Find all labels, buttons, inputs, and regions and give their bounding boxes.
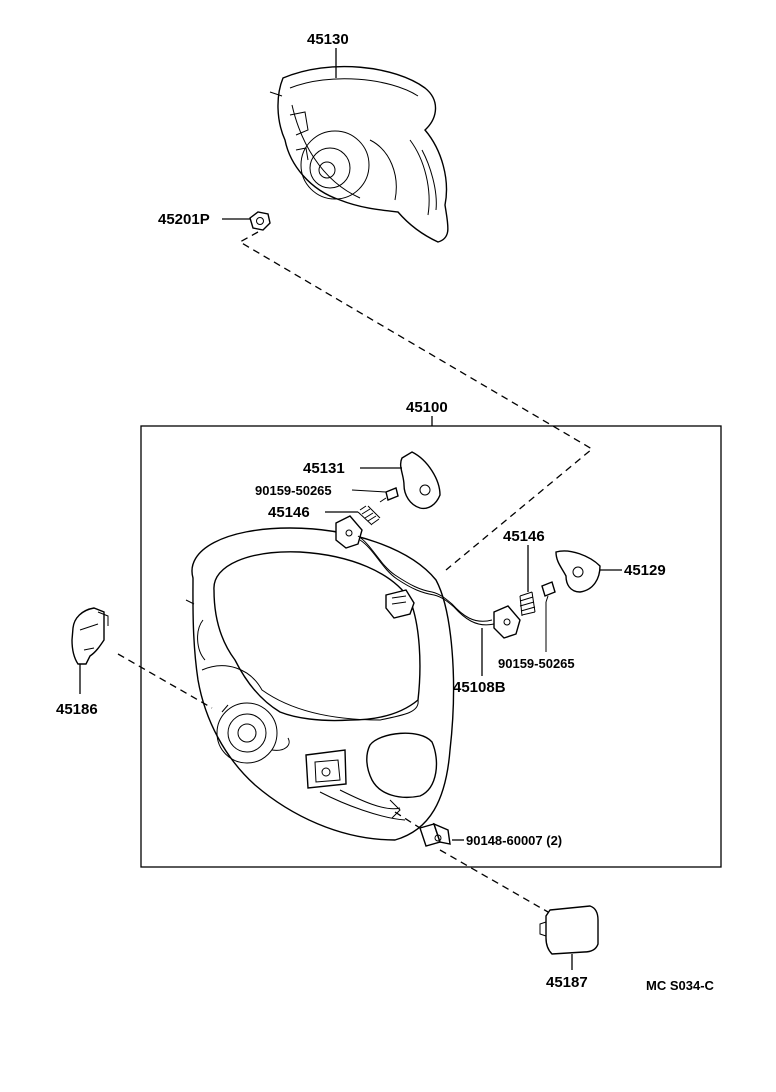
screw-right-part — [541, 581, 556, 603]
label-45129: 45129 — [624, 562, 666, 579]
label-45187: 45187 — [546, 974, 588, 991]
dashed-leader-bolt-bottom — [439, 849, 549, 913]
side-cover-part — [71, 607, 109, 665]
bolt-part — [419, 822, 451, 847]
label-45131: 45131 — [303, 460, 345, 477]
switch-cover-left-part — [399, 451, 441, 510]
leader-screw-left — [351, 489, 387, 493]
steering-wheel-part — [185, 527, 455, 841]
diagram-code: MC S034-C — [646, 978, 715, 993]
horn-pad-part — [269, 65, 449, 243]
label-45108B: 45108B — [453, 679, 506, 696]
label-screw-left: 90159-50265 — [255, 483, 332, 498]
label-45100: 45100 — [406, 399, 448, 416]
switch-cover-right-part — [555, 550, 601, 593]
label-screw-right: 90159-50265 — [498, 656, 575, 671]
spring-right-part — [519, 591, 536, 617]
dashed-leader-bolt-top — [394, 811, 421, 829]
label-spring-right: 45146 — [503, 528, 545, 545]
nut-part — [249, 211, 271, 231]
screw-left-part — [379, 487, 399, 503]
assembly-box — [140, 425, 722, 868]
dashed-leader-side-cover — [117, 653, 213, 709]
label-45201P: 45201P — [158, 211, 210, 228]
label-bolt: 90148-60007 (2) — [466, 833, 562, 848]
horn-wire-part — [335, 515, 521, 639]
label-45130: 45130 — [307, 31, 349, 48]
label-spring-left: 45146 — [268, 504, 310, 521]
spring-left-part — [357, 505, 381, 526]
cap-part — [539, 905, 599, 955]
label-45186: 45186 — [56, 701, 98, 718]
